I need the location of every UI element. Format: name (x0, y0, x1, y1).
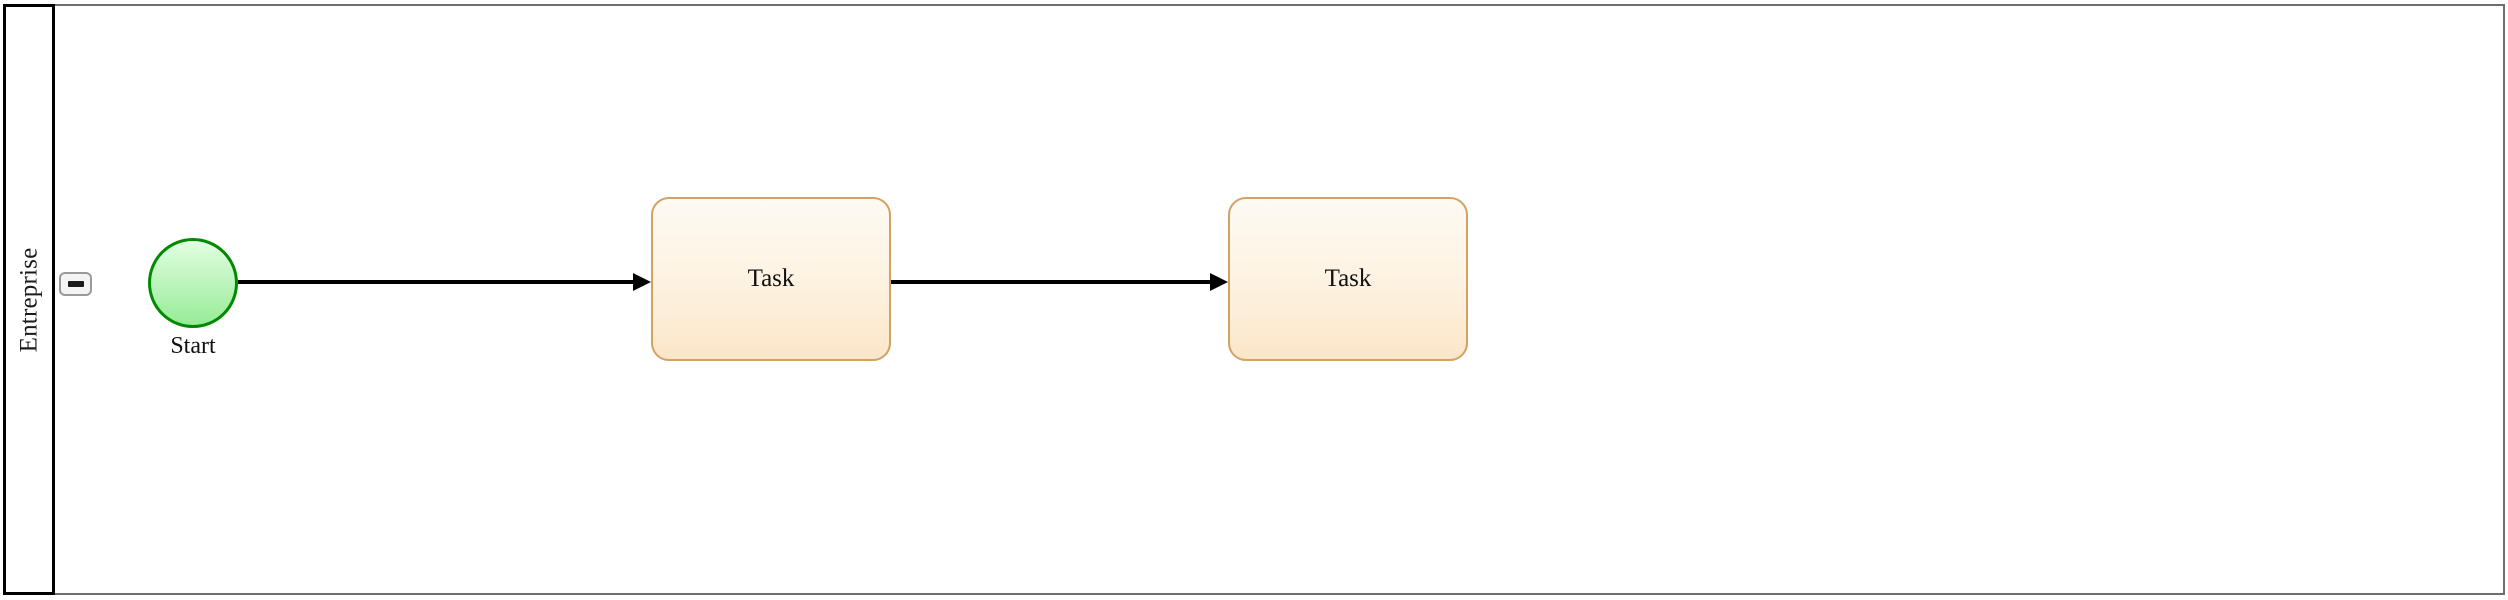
task-label-2: Task (1324, 265, 1372, 292)
lane-collapse-toggle-button[interactable] (59, 272, 92, 296)
arrowhead-icon (633, 273, 651, 291)
start-event-label: Start (170, 333, 216, 359)
lane-header-entreprise[interactable]: Entreprise (3, 4, 55, 595)
task-node-2[interactable]: Task (1228, 197, 1468, 361)
flow-line (238, 280, 633, 284)
sequence-flow-start-to-task1[interactable] (238, 273, 651, 293)
sequence-flow-task1-to-task2[interactable] (891, 273, 1228, 293)
start-event-node[interactable] (148, 238, 238, 328)
minus-icon (67, 281, 84, 287)
task-node-1[interactable]: Task (651, 197, 891, 361)
task-label-1: Task (747, 265, 795, 292)
flow-line (891, 280, 1210, 284)
lane-title-label: Entreprise (15, 247, 43, 352)
arrowhead-icon (1210, 273, 1228, 291)
